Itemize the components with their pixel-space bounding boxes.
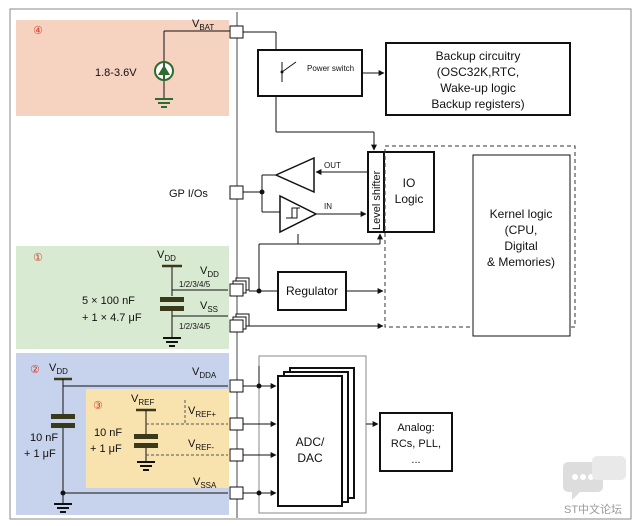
vss-pin-numbers: 1/2/3/4/5 <box>179 322 211 331</box>
svg-text:VREF+: VREF+ <box>188 405 216 419</box>
vbat-pin <box>229 25 244 39</box>
io-logic-label-line1: IO <box>403 176 416 190</box>
vdda-caps-line1: 10 nF <box>30 432 58 444</box>
vbat-pin-label: V <box>192 18 200 30</box>
svg-text:(CPU,: (CPU, <box>505 223 538 237</box>
vdda-supply-label: V <box>49 362 57 374</box>
io-logic-label-line2: Logic <box>395 192 424 206</box>
vrefp-pin-label: V <box>188 405 196 417</box>
vssa-pin-label: V <box>193 476 201 488</box>
vdda-pin-label: V <box>192 366 200 378</box>
zone-4-backup-domain <box>16 20 229 116</box>
zone-4-number: ④ <box>33 25 43 37</box>
adc-dac-label-line2: DAC <box>297 451 323 465</box>
vdda-capacitor-icon <box>51 414 75 419</box>
zone-1-number: ① <box>33 252 43 264</box>
analog-label-line2: RCs, PLL, <box>391 438 441 450</box>
svg-text:VBAT: VBAT <box>192 18 214 32</box>
vdd-caps-line2: + 1 × 4.7 μF <box>82 312 142 324</box>
vdda-caps-line2: + 1 μF <box>24 448 56 460</box>
vss-pin-stack <box>229 313 250 333</box>
gpio-pin <box>229 185 244 200</box>
chat-bubble-icon <box>563 462 603 492</box>
svg-text:VDDA: VDDA <box>192 366 217 380</box>
battery-voltage-label: 1.8-3.6V <box>95 67 137 79</box>
kernel-logic-box <box>472 154 571 337</box>
out-label: OUT <box>324 161 341 170</box>
vdd-pin-label: V <box>200 265 208 277</box>
svg-text:& Memories): & Memories) <box>487 255 555 269</box>
svg-text:Wake-up logic: Wake-up logic <box>440 81 516 95</box>
svg-text:Kernel logic: Kernel logic <box>490 207 553 221</box>
adc-dac-label-line1: ADC/ <box>296 435 325 449</box>
vrefm-pin <box>229 448 244 462</box>
adc-dac-block <box>277 367 355 507</box>
schmitt-input-buffer-icon <box>279 194 318 234</box>
backup-circuitry-box <box>385 42 571 116</box>
gpio-pin-label: GP I/Os <box>169 188 208 200</box>
vdda-pin <box>229 379 244 393</box>
svg-text:VREF-: VREF- <box>188 438 214 452</box>
svg-text:VDD: VDD <box>200 265 219 279</box>
analog-domain-outline <box>258 355 367 514</box>
vref-supply-label: V <box>131 393 139 405</box>
svg-text:(OSC32K,RTC,: (OSC32K,RTC, <box>437 65 519 79</box>
watermark-logo <box>563 456 626 500</box>
power-switch-box <box>257 49 363 97</box>
kernel-logic-text: Kernel logic (CPU, Digital & Memories) <box>487 207 555 269</box>
vdd-capacitor-icon <box>160 297 184 302</box>
svg-text:Backup registers): Backup registers) <box>431 97 524 111</box>
in-label: IN <box>324 202 332 211</box>
svg-text:VDD: VDD <box>49 362 68 376</box>
vss-pin-label: V <box>200 300 208 312</box>
watermark-text: ST中文论坛 <box>564 502 622 516</box>
svg-text:Backup circuitry: Backup circuitry <box>436 49 521 63</box>
svg-text:Digital: Digital <box>504 239 537 253</box>
regulator-label: Regulator <box>286 284 338 298</box>
zone-2-number: ② <box>30 364 40 376</box>
zone-1-vdd-domain <box>16 246 229 349</box>
svg-text:VDD: VDD <box>157 249 176 263</box>
vssa-pin <box>229 486 244 500</box>
backup-circuitry-text: Backup circuitry (OSC32K,RTC, Wake-up lo… <box>431 49 524 111</box>
vref-capacitor-icon <box>134 434 158 439</box>
level-shifter-label: Level shifter <box>371 170 383 230</box>
vrefm-pin-label: V <box>188 438 196 450</box>
analog-label-line3: ... <box>411 454 420 466</box>
analog-label-line1: Analog: <box>397 422 434 434</box>
svg-text:VSS: VSS <box>200 300 218 314</box>
svg-text:VREF: VREF <box>131 393 154 407</box>
svg-text:VSSA: VSSA <box>193 476 217 490</box>
io-logic-box <box>367 151 435 233</box>
vdd-supply-label: V <box>157 249 165 261</box>
vrefp-pin <box>229 417 244 431</box>
vdd-pin-numbers: 1/2/3/4/5 <box>179 280 211 289</box>
vref-caps-line1: 10 nF <box>94 427 122 439</box>
zone-3-number: ③ <box>93 400 103 412</box>
analog-box <box>379 412 453 472</box>
power-switch-label: Power switch <box>307 64 354 73</box>
vref-caps-line2: + 1 μF <box>90 443 122 455</box>
vdd-pin-stack <box>229 277 250 297</box>
output-buffer-icon <box>274 156 315 194</box>
vdd-caps-line1: 5 × 100 nF <box>82 295 135 307</box>
